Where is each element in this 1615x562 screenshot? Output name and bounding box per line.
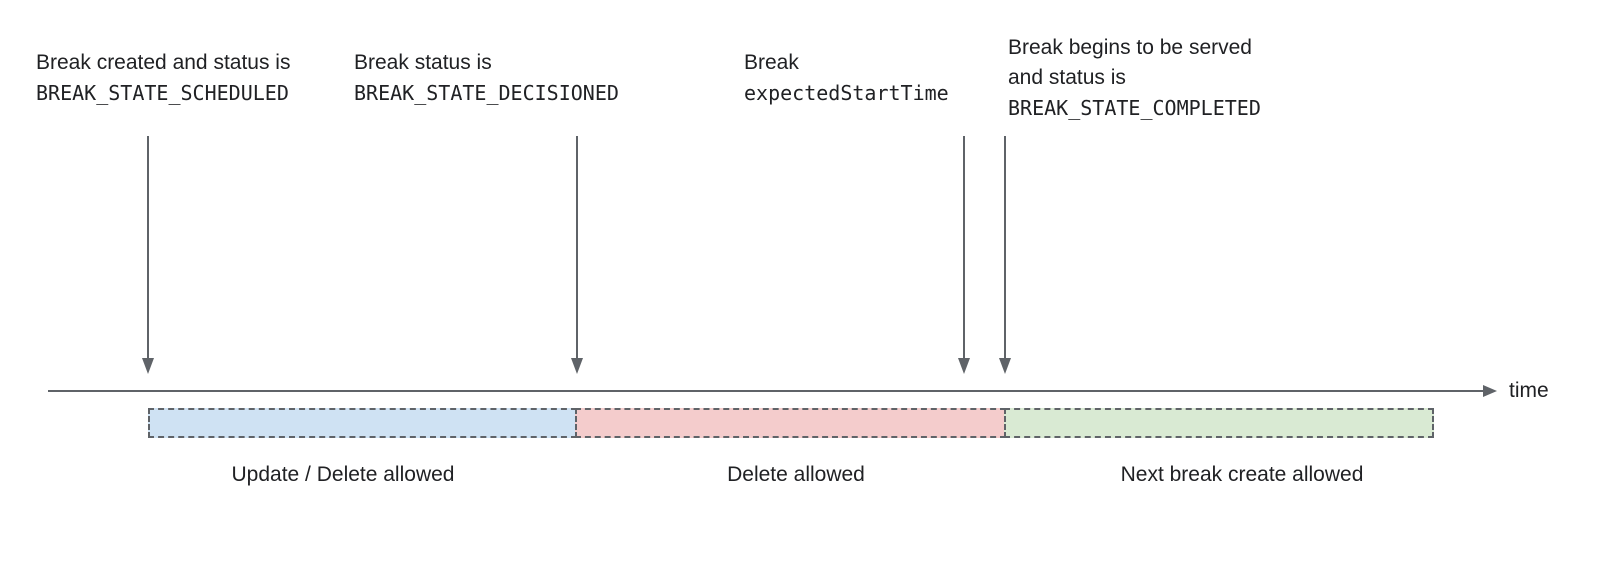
- segment-delete: [575, 408, 1006, 438]
- segment-label-next-create: Next break create allowed: [1120, 463, 1364, 486]
- time-axis: [48, 390, 1484, 392]
- annotation-code: BREAK_STATE_DECISIONED: [354, 81, 619, 105]
- annotation-code: expectedStartTime: [744, 81, 949, 105]
- time-axis-arrowhead-icon: [1483, 385, 1497, 397]
- arrow-head-icon: [999, 358, 1011, 374]
- arrow-head-icon: [571, 358, 583, 374]
- annotation-text: and status is: [1008, 66, 1126, 89]
- time-axis-label: time: [1509, 379, 1549, 402]
- arrow-shaft: [963, 136, 965, 360]
- annotation-completed: Break begins to be served and status is …: [1008, 33, 1261, 123]
- annotation-scheduled: Break created and status is BREAK_STATE_…: [36, 48, 290, 108]
- annotation-code: BREAK_STATE_COMPLETED: [1008, 96, 1261, 120]
- arrow-head-icon: [142, 358, 154, 374]
- arrow-shaft: [147, 136, 149, 360]
- annotation-text: Break: [744, 51, 799, 74]
- annotation-code: BREAK_STATE_SCHEDULED: [36, 81, 289, 105]
- annotation-text: Break status is: [354, 51, 492, 74]
- arrow-shaft: [1004, 136, 1006, 360]
- segment-label-update-delete: Update / Delete allowed: [231, 463, 455, 486]
- arrow-head-icon: [958, 358, 970, 374]
- annotation-text: Break created and status is: [36, 51, 291, 74]
- segment-label-delete: Delete allowed: [727, 463, 865, 486]
- segment-next-create: [1004, 408, 1434, 438]
- annotation-decisioned: Break status is BREAK_STATE_DECISIONED: [354, 48, 619, 108]
- segment-update-delete: [148, 408, 577, 438]
- annotation-text: Break begins to be served: [1008, 36, 1252, 59]
- annotation-expected-start: Break expectedStartTime: [744, 48, 949, 108]
- arrow-shaft: [576, 136, 578, 360]
